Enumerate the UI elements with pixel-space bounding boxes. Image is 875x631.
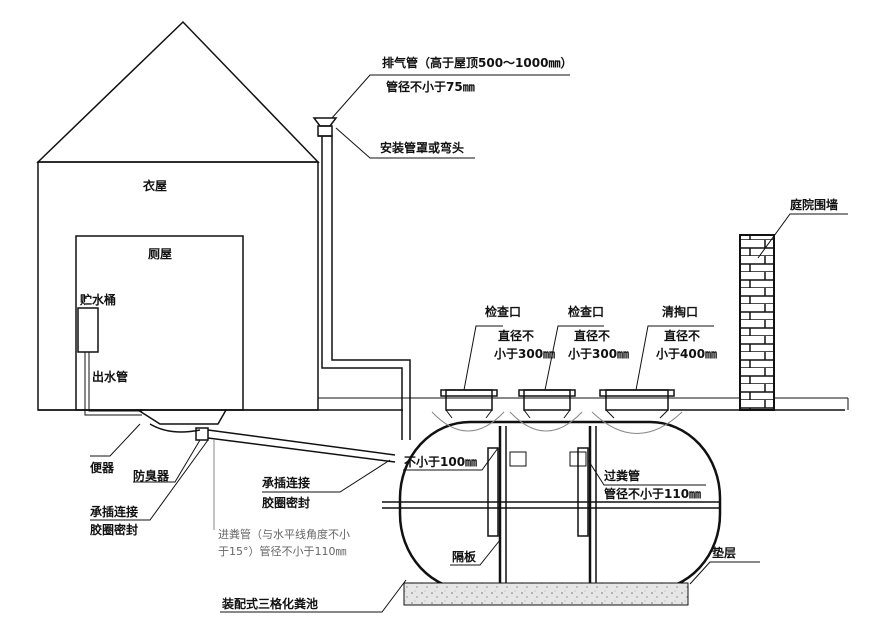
socket-joint-2-label-a: 承插连接 (262, 475, 310, 490)
inspection-port-2: 检查口 直径不 小于300㎜ (509, 304, 629, 432)
inspection-port-2-dia-1: 直径不 (574, 328, 610, 343)
septic-tank-body (398, 420, 722, 592)
transfer-pipe-1 (487, 447, 499, 537)
cushion-label: 垫层 (712, 545, 736, 560)
house-label: 衣屋 (143, 178, 167, 193)
inspection-port-2-label: 检查口 (568, 304, 604, 319)
cushion: 垫层 (403, 545, 760, 606)
socket-joint-2-label-b: 胶圈密封 (262, 495, 310, 510)
outlet-pipe-line (84, 352, 142, 416)
yard-wall: 庭院围墙 (739, 197, 848, 411)
toilet-room-label: 厕屋 (148, 246, 172, 261)
toilet-bowl: 便器 防臭器 承插连接 胶圈密封 (90, 409, 228, 537)
inlet-pipe-label-2: 于15°）管径不小于110㎜ (218, 544, 347, 558)
vent-pipe-outer (318, 135, 411, 440)
transfer-pipe-label: 过粪管 (604, 468, 640, 483)
yard-wall-label: 庭院围墙 (790, 197, 838, 212)
water-tank-body (77, 307, 99, 353)
cleanout-port-label: 清掏口 (662, 304, 698, 319)
cushion-layer (403, 582, 689, 606)
cleanout-port-dia-1: 直径不 (664, 328, 700, 343)
socket-joint-1-label-b: 胶圈密封 (90, 522, 138, 537)
house-wall (37, 161, 319, 411)
cleanout-port-cover (605, 389, 669, 411)
water-tank-label: 贮水桶 (79, 292, 116, 307)
septic-tank (382, 420, 722, 592)
socket-joint-1-label-a: 承插连接 (90, 504, 138, 519)
vent-pipe-dia-label: 管径不小于75㎜ (386, 79, 475, 94)
tank-name-label: 装配式三格化粪池 (221, 596, 318, 611)
inspection-port-1-label: 检查口 (485, 304, 521, 319)
yard-wall-bricks (739, 234, 775, 411)
vent-pipe: 排气管（高于屋顶500～1000㎜） 管径不小于75㎜ 安装管罩或弯头 (312, 55, 572, 440)
inlet-pipe: 承插连接 胶圈密封 进粪管（与水平线角度不小 于15°）管径不小于110㎜ (207, 429, 396, 558)
toilet-bowl-shape (135, 409, 228, 425)
ground (38, 397, 849, 411)
inspection-port-1-dia-1: 直径不 (498, 328, 534, 343)
vent-cap-icon (312, 117, 338, 127)
house-roof (36, 20, 320, 163)
cleanout-port-dia-2: 小于400㎜ (656, 346, 717, 361)
transfer-pipe-2 (577, 447, 589, 537)
partition-label: 隔板 (452, 549, 477, 564)
inspection-port-1: 检查口 直径不 小于300㎜ (431, 304, 555, 432)
min-100-label: 不小于100㎜ (404, 454, 477, 469)
inspection-port-1-dia-2: 小于300㎜ (494, 346, 555, 361)
vent-pipe-label: 排气管（高于屋顶500～1000㎜） (382, 55, 572, 70)
toilet-bowl-label: 便器 (90, 460, 115, 475)
inspection-port-2-dia-2: 小于300㎜ (568, 346, 629, 361)
outlet-pipe-label: 出水管 (92, 369, 128, 384)
vent-cap-label: 安装管罩或弯头 (380, 140, 464, 155)
transfer-pipe-dia-label: 管径不小于110㎜ (604, 486, 701, 501)
inlet-pipe-label-1: 进粪管（与水平线角度不小 (218, 527, 350, 541)
odor-trap-label: 防臭器 (133, 468, 170, 483)
cleanout-port: 清掏口 直径不 小于400㎜ (591, 304, 717, 434)
water-tank: 贮水桶 出水管 (77, 292, 142, 416)
inspection-port-2-cover (523, 389, 571, 411)
inspection-port-1-cover (445, 389, 493, 411)
